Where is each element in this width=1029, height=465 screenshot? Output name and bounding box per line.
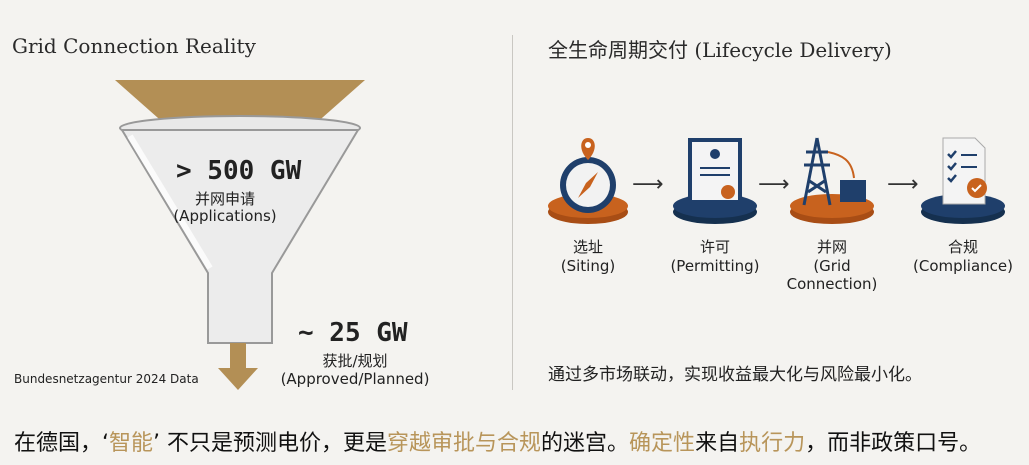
step-label-en: (Grid Connection) [786,257,878,293]
certificate-icon [673,138,757,224]
applications-value: > 500 GW [176,156,302,186]
step-compliance: 合规 (Compliance) [898,130,1028,275]
applications-en: (Applications) [173,207,277,225]
step-label-en: (Compliance) [913,257,1013,275]
step-label-cn: 许可 [699,238,730,256]
checklist-icon [921,137,1005,224]
highlight: 确定性 [629,431,696,456]
bottom-statement: 在德国，‘智能’ 不只是预测电价，更是穿越审批与合规的迷宫。确定性来自执行力，而… [14,425,981,457]
highlight: 智能 [109,431,154,456]
step-label-cn: 并网 [816,238,847,256]
highlight: 穿越审批与合规 [387,431,542,456]
step-permitting: 许可 (Permitting) [650,130,780,275]
step-label-en: (Siting) [560,257,616,275]
text: ’ 不只是预测电价，更是 [153,431,388,456]
source-note: Bundesnetzagentur 2024 Data [14,372,199,386]
arrow-icon: ⟶ [758,172,790,197]
step-label-cn: 合规 [947,238,978,256]
step-grid-connection: 并网 (Grid Connection) [767,130,897,293]
text: 的迷宫。 [541,431,630,456]
highlight: 执行力 [739,431,806,456]
pylon-transformer-icon [790,137,874,224]
step-label-en: (Permitting) [670,257,760,275]
approved-value: ~ 25 GW [298,318,408,348]
approved-cn: 获批/规划 [322,352,388,370]
applications-cn: 并网申请 [194,190,255,208]
compass-pin-icon [548,138,628,224]
funnel-graphic [115,80,365,390]
divider [512,35,513,390]
text: 来自 [695,431,740,456]
left-title: Grid Connection Reality [12,34,256,58]
step-siting: 选址 (Siting) [523,130,653,275]
step-label-cn: 选址 [572,238,603,256]
arrow-icon: ⟶ [887,172,919,197]
right-title: 全生命周期交付 (Lifecycle Delivery) [548,38,892,62]
summary-text: 通过多市场联动，实现收益最大化与风险最小化。 [548,365,922,385]
arrow-icon: ⟶ [632,172,664,197]
text: ，而非政策口号。 [805,431,982,456]
approved-en: (Approved/Planned) [280,370,430,388]
text: 在德国，‘ [14,431,109,456]
